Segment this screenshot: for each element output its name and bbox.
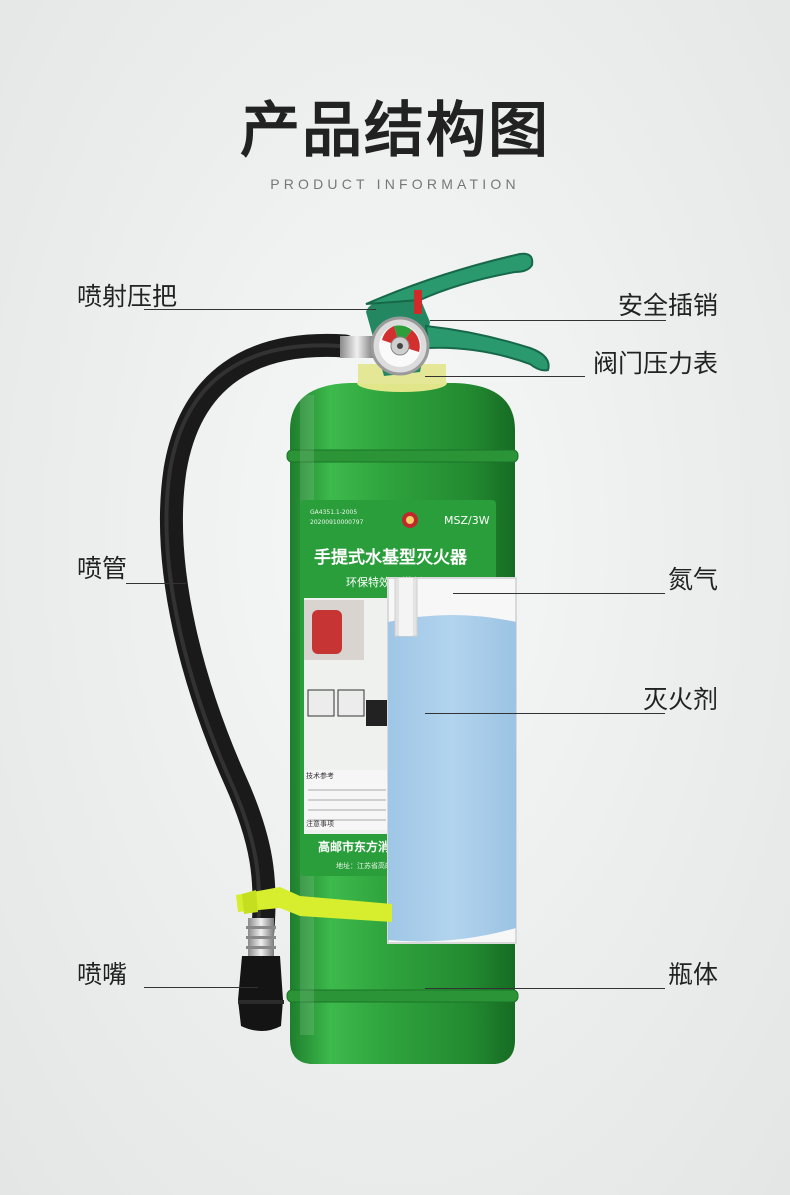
label-safety-pin: 安全插销 bbox=[617, 291, 718, 320]
manufacturer-text: 高邮市东方消 bbox=[318, 839, 390, 854]
page-subtitle: PRODUCT INFORMATION bbox=[270, 176, 520, 192]
leader-nitrogen bbox=[453, 593, 665, 594]
label-nitrogen: 氮气 bbox=[667, 565, 718, 594]
hose bbox=[159, 333, 357, 952]
label-gauge: 阀门压力表 bbox=[592, 349, 718, 378]
lever-bottom bbox=[424, 324, 550, 372]
leader-hose bbox=[126, 583, 186, 584]
label-handle: 喷射压把 bbox=[77, 282, 178, 311]
label-nozzle: 喷嘴 bbox=[77, 960, 128, 989]
leader-body bbox=[425, 988, 665, 989]
address-text: 地址：江苏省高邮 bbox=[336, 861, 392, 870]
hose-strap bbox=[236, 887, 392, 922]
label-hose: 喷管 bbox=[77, 554, 128, 583]
label-agent: 灭火剂 bbox=[642, 685, 718, 714]
cutaway-interior bbox=[387, 577, 517, 944]
label-body: 瓶体 bbox=[667, 960, 718, 989]
cert-text: 20200910000797 bbox=[310, 519, 364, 526]
page-title: 产品结构图 bbox=[240, 96, 550, 166]
params-heading: 技术参考 bbox=[306, 771, 334, 780]
leader-nozzle bbox=[144, 987, 258, 988]
nozzle bbox=[238, 918, 284, 1031]
notes-heading: 注意事项 bbox=[306, 819, 334, 828]
valve-head bbox=[340, 252, 550, 376]
leader-gauge bbox=[425, 376, 585, 377]
leader-safety-pin bbox=[430, 320, 666, 321]
product-name-text: 手提式水基型灭火器 bbox=[314, 547, 468, 568]
leader-handle bbox=[144, 309, 376, 310]
model-text: MSZ/3W bbox=[444, 514, 490, 527]
lever-top bbox=[365, 252, 534, 305]
leader-agent bbox=[425, 713, 665, 714]
standard-text: GA4351.1-2005 bbox=[310, 509, 357, 516]
